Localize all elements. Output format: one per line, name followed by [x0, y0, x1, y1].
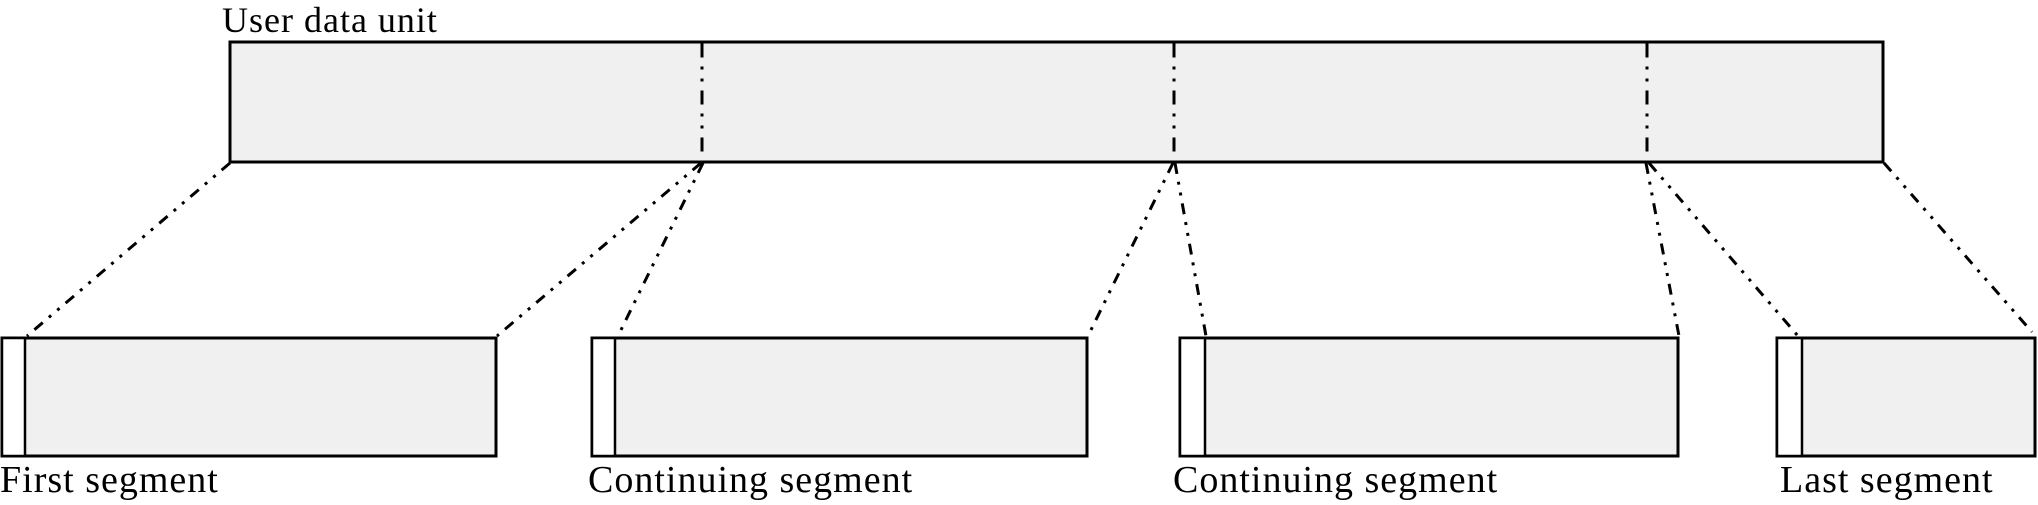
mapping-line-left-to-seg1 [26, 161, 231, 338]
mapping-line-div1-to-seg2 [616, 162, 705, 337]
mapping-line-div3-to-seg3-end [1644, 162, 1681, 337]
user-data-unit-box [228, 40, 1885, 164]
mapping-line-right-to-seg4-end [1882, 162, 2034, 333]
user-data-unit-label: User data unit [222, 0, 438, 40]
segment-1-box [0, 336, 498, 458]
segment-4-box [1775, 336, 2037, 458]
mapping-line-div2-to-seg3 [1173, 162, 1208, 337]
segment-4-label: Last segment [1780, 459, 1994, 501]
segment-4-header [1775, 336, 1804, 458]
mapping-line-div3-to-seg4 [1647, 162, 1800, 337]
segment-1-label: First segment [0, 459, 219, 501]
segment-1-header [0, 336, 27, 458]
segment-3-header [1178, 336, 1207, 458]
segment-3-box [1178, 336, 1680, 458]
segment-2-header [590, 336, 617, 458]
mapping-line-div2-to-seg2-end [1086, 162, 1175, 337]
segment-2-box [590, 336, 1089, 458]
segment-2-label: Continuing segment [588, 459, 914, 501]
segment-3-label: Continuing segment [1173, 459, 1499, 501]
mapping-line-div1-to-seg1-end [496, 161, 702, 338]
